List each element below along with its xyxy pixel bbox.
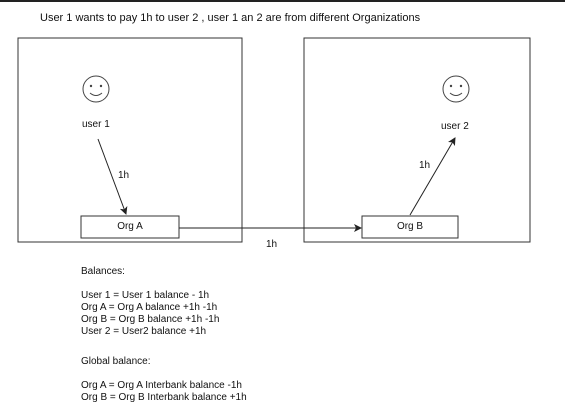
org-b-label: Org B [396, 221, 424, 232]
balance-line-org-a: Org A = Org A balance +1h -1h [81, 302, 218, 313]
edge-org-b-to-user2 [409, 137, 456, 216]
organization-a-container [17, 37, 243, 243]
global-balance-line-org-a: Org A = Org A Interbank balance -1h [81, 380, 242, 391]
balance-line-user-1: User 1 = User 1 balance - 1h [81, 290, 210, 301]
org-a-label: Org A [117, 221, 143, 232]
global-balance-line-org-b: Org B = Org B Interbank balance +1h [81, 392, 247, 403]
balance-line-org-b: Org B = Org B balance +1h -1h [81, 314, 220, 325]
edge-user1-to-org-a [97, 138, 128, 215]
diagram-title: User 1 wants to pay 1h to user 2 , user … [40, 12, 421, 24]
org-b-node [361, 215, 459, 239]
global-balance-heading: Global balance: [81, 356, 151, 367]
balances-section: Balances: User 1 = User 1 balance - 1h O… [81, 266, 219, 338]
smiley-face-icon [442, 75, 470, 103]
user-2-label: user 2 [441, 121, 469, 132]
balance-line-user-2: User 2 = User2 balance +1h [81, 326, 207, 337]
edge-orga-orgb-label: 1h [266, 239, 278, 250]
balances-heading: Balances: [81, 266, 125, 277]
organization-b-container [303, 37, 531, 243]
user-1-label: user 1 [82, 119, 110, 130]
edge-orgb-user2-label: 1h [419, 160, 431, 171]
org-a-node [80, 215, 180, 239]
edge-user1-orga-label: 1h [118, 170, 130, 181]
top-rule [0, 0, 565, 2]
smiley-face-icon [82, 75, 110, 103]
global-balance-section: Global balance: Org A = Org A Interbank … [81, 356, 247, 404]
